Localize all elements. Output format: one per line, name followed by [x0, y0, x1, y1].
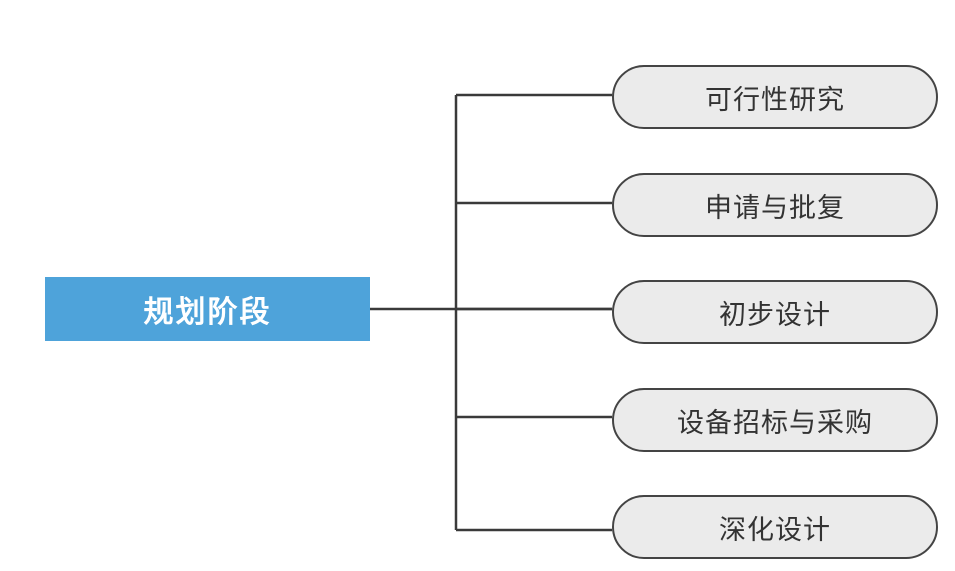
child-node-detailed-design: 深化设计: [612, 495, 938, 559]
child-node-feasibility-study: 可行性研究: [612, 65, 938, 129]
child-node-label: 申请与批复: [705, 192, 845, 224]
child-node-preliminary-design: 初步设计: [612, 280, 938, 344]
child-node-application-approval: 申请与批复: [612, 173, 938, 237]
child-node-label: 设备招标与采购: [677, 407, 873, 439]
child-node-label: 可行性研究: [705, 84, 845, 116]
child-node-label: 深化设计: [719, 514, 831, 546]
root-node-label: 规划阶段: [143, 295, 272, 330]
child-node-equipment-procurement: 设备招标与采购: [612, 388, 938, 452]
root-node: 规划阶段: [45, 277, 370, 341]
child-node-label: 初步设计: [719, 299, 831, 331]
